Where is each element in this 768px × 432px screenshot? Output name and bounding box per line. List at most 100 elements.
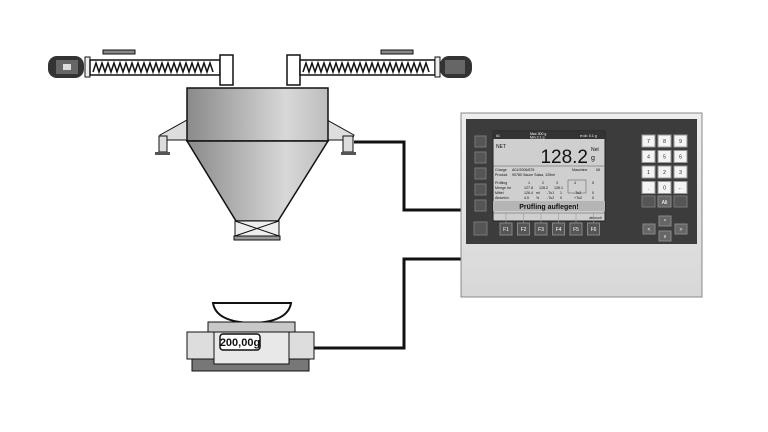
cell: -Tu2 [574,191,581,195]
arrow-up-button[interactable] [658,215,672,227]
keypad-key[interactable] [641,150,656,163]
arrow-up-icon: ^ [664,219,667,225]
arrow-down-icon: v [664,234,667,240]
alt-key[interactable] [657,195,672,208]
keypad-key-label: 4 [647,155,650,161]
row-label: Menge Ist [495,186,511,190]
status-message: Prüfling auflegen! [519,204,579,211]
scale-display [219,333,261,351]
fkey-label: F2 [521,227,527,233]
menu-button[interactable] [473,221,488,236]
cable-hopper-terminal [354,140,463,212]
weight-unit: g [591,155,595,162]
side-button[interactable] [474,183,487,196]
keypad-key-label: 5 [663,155,666,161]
weighing-terminal: #1 Max 300 g Min 2.1 g e=d= 0.1 g NET 12… [460,112,703,298]
hopper [155,87,356,241]
fkey-f2[interactable] [517,222,530,236]
cell: % [536,196,540,200]
keypad-key[interactable] [657,181,672,194]
keypad-key-label: 0 [663,186,666,192]
cell: 0 [592,196,594,200]
side-button[interactable] [474,135,487,148]
arrow-left-button[interactable] [642,223,656,235]
cell: 4.5 [524,196,529,200]
arrow-right-button[interactable] [674,223,688,235]
fkey-f6[interactable] [587,222,600,236]
cell: 5 [592,181,594,185]
bench-scale: 200,00g [186,302,315,372]
cell: 128.2 [539,186,548,190]
cell: 1 [560,191,562,195]
keypad-key[interactable] [641,134,656,148]
fkey-f3[interactable] [534,222,548,236]
side-button[interactable] [474,167,487,180]
keypad-key-label: 1 [647,170,650,176]
fkey-label: F4 [556,227,562,233]
keypad-key-label: 7 [647,139,650,145]
keypad-key[interactable] [641,181,656,194]
keypad-key-label: 3 [679,170,682,176]
blank-key[interactable] [641,195,656,208]
fkey-f4[interactable] [552,222,565,236]
row-label: Prüfling [495,181,507,185]
keypad-key[interactable] [657,150,672,163]
cell: ml [536,191,540,195]
row-label: Abweich. [495,196,510,200]
max-capacity: Max 300 g [530,132,546,136]
keypad-key[interactable] [673,134,688,148]
scale-number: #1 [496,134,500,138]
cell: 2 [542,181,544,185]
enter-key[interactable] [673,195,688,208]
charge-value: A01/2006/876 [512,168,534,172]
arrow-left-icon: < [648,227,651,233]
keypad-key[interactable] [673,165,688,179]
side-button[interactable] [474,199,487,212]
keypad-key-label: 6 [679,155,682,161]
cell: +Tu2 [574,196,582,200]
charge-label: Charge [495,168,507,172]
cell: -Tu2 [547,196,554,200]
arrow-right-icon: > [680,227,683,233]
keypad-key[interactable] [673,181,688,194]
scale-reading: 200,00g [220,337,260,349]
keypad-key[interactable] [673,150,688,163]
min-capacity: Min 2.1 g [530,136,544,140]
cell: 1 [528,181,530,185]
product-value: 90780 Sauce Salsa, 125ml [512,173,555,177]
net-indicator: Net [591,147,599,153]
product-label: Product [495,173,507,177]
fkey-label: F5 [573,227,579,233]
cell: 0 [560,196,562,200]
keypad-key-label: 8 [663,139,666,145]
screw-conveyor-left [48,49,234,86]
machine-label: Maschine [572,168,587,172]
keypad-key[interactable] [657,165,672,179]
cell: 126.1 [554,186,563,190]
keypad-key-label: 2 [663,170,666,176]
cell: 4 [574,181,576,185]
cell: 0 [592,191,594,195]
fkey-label: F1 [503,227,509,233]
cell: -Tu1 [547,191,554,195]
arrow-down-button[interactable] [658,230,672,242]
cable-scale-terminal [313,257,463,350]
cell: 126.4 [524,191,533,195]
alt-key-label: Alt [662,200,668,206]
resolution: e=d= 0.1 g [580,134,597,138]
screw-conveyor-right [286,49,472,86]
fkey-label: F6 [591,227,597,233]
row-label: Mittel [495,191,504,195]
softkey-abort-label: abbruch [589,216,602,220]
fkey-f1[interactable] [499,222,513,236]
side-button[interactable] [474,151,487,164]
keypad-key-label: 9 [679,139,682,145]
screw-spring [92,60,214,75]
fkey-f5[interactable] [569,222,583,236]
machine-value: 08 [596,168,600,172]
keypad-key[interactable] [657,134,672,148]
weight-label: NET [496,144,506,150]
keypad-key[interactable] [641,165,656,179]
cell: 127.8 [524,186,533,190]
